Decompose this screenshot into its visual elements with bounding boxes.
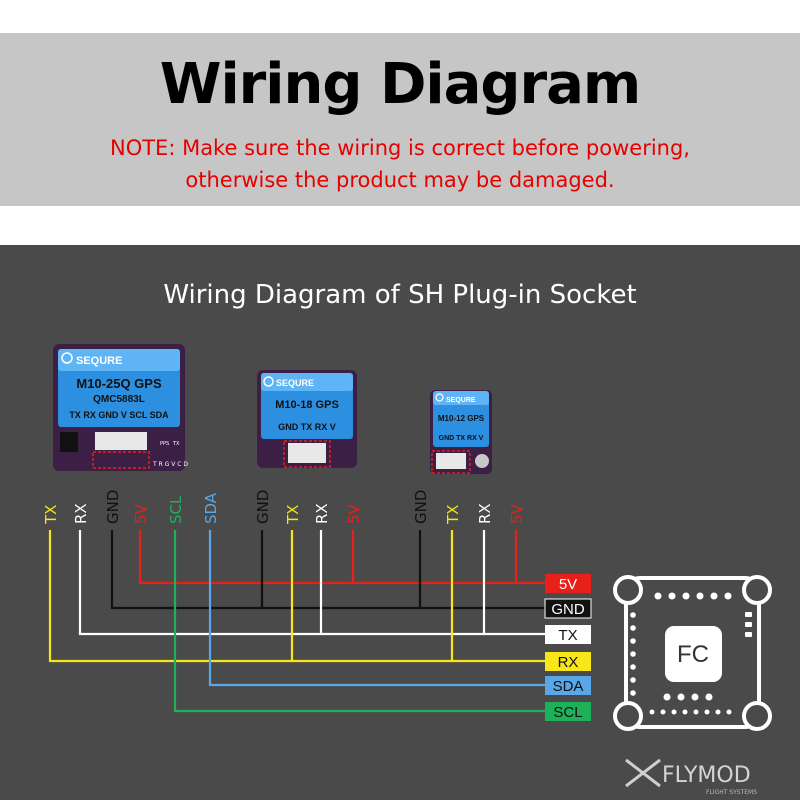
label-m18-gnd: GND — [254, 490, 272, 524]
connector — [95, 432, 147, 450]
label-m12-tx: TX — [444, 505, 462, 525]
wire-tx — [78, 530, 545, 636]
connector — [436, 453, 466, 469]
fc-chip-label: FC — [677, 641, 709, 668]
fc-label-rx: RX — [558, 654, 579, 671]
wire-labels-m18: GND TX RX 5V — [254, 490, 363, 525]
module-model: M10-18 GPS — [275, 399, 339, 411]
fc-label-sda: SDA — [553, 678, 584, 695]
fc-mount-hole — [613, 701, 643, 731]
fc-label-tx: TX — [558, 627, 577, 644]
module-brand: SEQURE — [76, 355, 122, 367]
buzzer — [475, 454, 489, 468]
label-m18-rx: RX — [313, 503, 331, 524]
page-title: Wiring Diagram — [159, 52, 642, 117]
fc-label-scl: SCL — [553, 704, 582, 721]
module-brand: SEQURE — [446, 397, 476, 404]
gps-module-m10-12: SEQURE M10-12 GPS GND TX RX V — [430, 390, 492, 474]
module-pins: GND TX RX V — [278, 422, 336, 432]
flight-controller-board: FC — [613, 575, 772, 731]
fc-label-scl-box — [545, 702, 591, 721]
connector-highlight — [283, 440, 331, 468]
pcb-label-pps: PPS — [160, 441, 169, 447]
label-m12-rx: RX — [476, 503, 494, 524]
label-m18-tx: TX — [284, 505, 302, 525]
label-m25-tx: TX — [42, 505, 60, 525]
fc-pads-bottom — [649, 693, 732, 715]
fc-label-5v: 5V — [559, 576, 577, 593]
label-m25-5v: 5V — [132, 503, 150, 524]
wire-gnd — [110, 530, 545, 610]
connector — [288, 443, 326, 463]
fc-pin-labels: 5V GND TX RX SDA SCL — [544, 574, 592, 721]
flymod-brand: FLYMOD — [662, 763, 751, 788]
fc-pads-left — [630, 612, 636, 696]
flymod-tagline: FLIGHT SYSTEMS — [706, 789, 757, 796]
wire-scl — [173, 530, 545, 713]
module-sub: QMC5883L — [93, 394, 145, 405]
label-m25-gnd: GND — [104, 490, 122, 524]
label-m12-5v: 5V — [508, 503, 526, 524]
label-m25-sda: SDA — [202, 492, 220, 524]
wire-labels-m25: TX RX GND 5V SCL SDA — [42, 490, 220, 525]
panel-title: Wiring Diagram of SH Plug-in Socket — [163, 280, 637, 310]
label-m25-scl: SCL — [167, 495, 185, 524]
note-line-2: otherwise the product may be damaged. — [185, 168, 615, 192]
fc-chip — [665, 626, 722, 682]
pcb-pin-labels: T R G V C D — [152, 461, 188, 468]
wires — [48, 530, 545, 713]
module-model: M10-25Q GPS — [76, 376, 162, 391]
flymod-watermark: FLYMOD FLIGHT SYSTEMS — [625, 758, 757, 796]
connector-highlight — [92, 451, 150, 469]
module-pins: GND TX RX V — [439, 435, 484, 442]
fc-label-sda-box — [545, 676, 591, 695]
fc-pads-top — [654, 592, 732, 600]
fc-mount-hole — [742, 575, 772, 605]
pcb-label-tx: TX — [172, 441, 180, 447]
warning-note: NOTE: Make sure the wiring is correct be… — [0, 132, 800, 196]
sensor-chip — [60, 432, 78, 452]
gps-module-m10-18: SEQURE M10-18 GPS GND TX RX V — [257, 370, 357, 468]
wire-labels-m12: GND TX RX 5V — [412, 490, 526, 525]
label-m12-gnd: GND — [412, 490, 430, 524]
flymod-logo-x — [625, 758, 661, 788]
fc-label-gnd-box — [544, 598, 592, 619]
fc-pads-right — [745, 612, 752, 637]
wire-rx — [48, 530, 545, 663]
fc-label-5v-box — [545, 574, 591, 593]
fc-label-rx-box — [545, 652, 591, 671]
module-brand: SEQURE — [276, 378, 314, 388]
fc-label-gnd: GND — [551, 601, 585, 618]
module-pins: TX RX GND V SCL SDA — [69, 410, 169, 420]
header-band — [0, 33, 800, 206]
wire-sda — [208, 530, 545, 687]
note-line-1: NOTE: Make sure the wiring is correct be… — [109, 136, 690, 160]
gps-module-m10-25q: SEQURE M10-25Q GPS QMC5883L TX RX GND V … — [53, 344, 188, 471]
fc-label-tx-box — [545, 625, 591, 644]
label-m18-5v: 5V — [345, 503, 363, 524]
wire-5v — [138, 530, 545, 585]
label-m25-rx: RX — [72, 503, 90, 524]
fc-mount-hole — [613, 575, 643, 605]
fc-mount-hole — [742, 701, 772, 731]
module-model: M10-12 GPS — [438, 414, 485, 423]
